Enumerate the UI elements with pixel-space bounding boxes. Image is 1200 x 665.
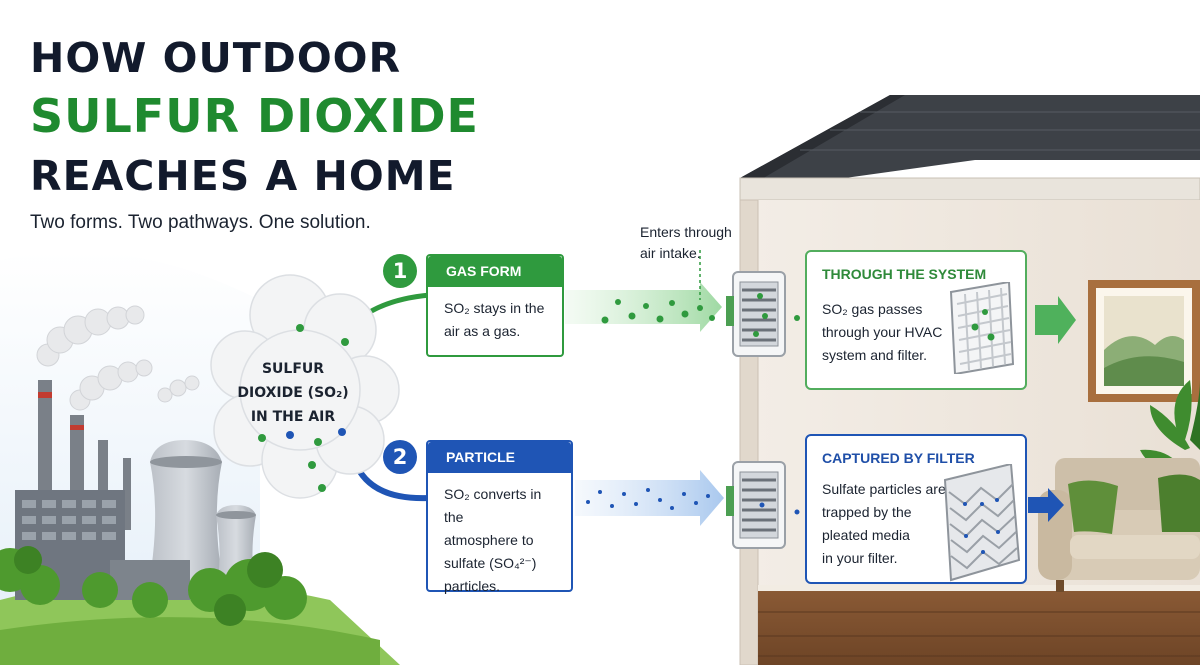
filter-panel-text-line-4: in your filter. <box>822 550 898 566</box>
filter-panel-text-line-2: trapped by the <box>822 504 912 520</box>
gas-form-text-line-1: SO₂ stays in the <box>444 300 545 316</box>
cloud-label-line-1: SULFUR <box>261 361 325 377</box>
gas-form-card: GAS FORM SO₂ stays in the air as a gas. <box>426 254 564 357</box>
particle-form-text-line-3: sulfate (SO₄²⁻) <box>444 555 537 571</box>
particle-form-heading: PARTICLE FORM <box>428 442 571 496</box>
particle-form-text-line-2: atmosphere to <box>444 532 534 548</box>
particle-flow-arrow <box>575 470 724 526</box>
title-line-1: HOW OUTDOOR <box>30 34 402 82</box>
gas-form-heading: GAS FORM <box>428 256 562 287</box>
particle-intake-vent <box>726 461 786 549</box>
gas-form-text-line-2: air as a gas. <box>444 323 521 339</box>
cloud-label: SULFUR DIOXIDE (SO₂) IN THE AIR <box>228 357 358 429</box>
subtitle: Two forms. Two pathways. One solution. <box>30 212 371 233</box>
particle-step-badge: 2 <box>383 440 417 474</box>
title-line-3: REACHES A HOME <box>30 152 456 200</box>
system-panel-text-line-3: system and filter. <box>822 347 928 363</box>
wall-painting <box>1088 280 1200 402</box>
filter-panel-text-line-3: pleated media <box>822 527 910 543</box>
gas-flow-molecules <box>601 299 715 324</box>
intake-note-line-2: air intake. <box>640 245 701 261</box>
particle-form-text-line-4: particles. <box>444 578 501 594</box>
particle-form-text: SO₂ converts in the atmosphere to sulfat… <box>428 473 571 608</box>
filter-panel-text-line-1: Sulfate particles are <box>822 481 946 497</box>
so2-cloud <box>210 274 400 499</box>
intake-note: Enters through air intake. <box>640 222 732 264</box>
filter-panel-heading: CAPTURED BY FILTER <box>822 450 975 466</box>
system-panel: THROUGH THE SYSTEM SO₂ gas passes throug… <box>805 250 1027 390</box>
filter-panel-text: Sulfate particles are trapped by the ple… <box>822 478 946 570</box>
filter-panel: CAPTURED BY FILTER Sulfate particles are… <box>805 434 1027 584</box>
cloud-label-line-2: DIOXIDE (SO₂) <box>237 385 349 401</box>
particle-form-text-line-1: SO₂ converts in the <box>444 486 542 525</box>
sofa <box>1038 458 1200 592</box>
gas-intake-vent <box>726 271 786 357</box>
system-panel-text-line-1: SO₂ gas passes <box>822 301 923 317</box>
particle-form-card: PARTICLE FORM SO₂ converts in the atmosp… <box>426 440 573 594</box>
smoke-plumes <box>36 305 200 411</box>
system-panel-heading: THROUGH THE SYSTEM <box>822 266 987 282</box>
gas-form-text: SO₂ stays in the air as a gas. <box>428 287 562 353</box>
system-panel-text: SO₂ gas passes through your HVAC system … <box>822 298 942 367</box>
pleated-filter-icon <box>943 464 1021 582</box>
title-line-2: SULFUR DIOXIDE <box>30 89 479 143</box>
cloud-label-line-3: IN THE AIR <box>250 409 336 425</box>
intake-note-line-1: Enters through <box>640 224 732 240</box>
system-panel-text-line-2: through your HVAC <box>822 324 943 340</box>
hvac-filter-icon <box>949 282 1015 374</box>
system-arrow <box>1035 296 1076 344</box>
filter-arrow <box>1028 488 1064 522</box>
cloud-molecules <box>258 324 349 492</box>
gas-step-badge: 1 <box>383 254 417 288</box>
particle-flow-molecules <box>586 488 710 510</box>
